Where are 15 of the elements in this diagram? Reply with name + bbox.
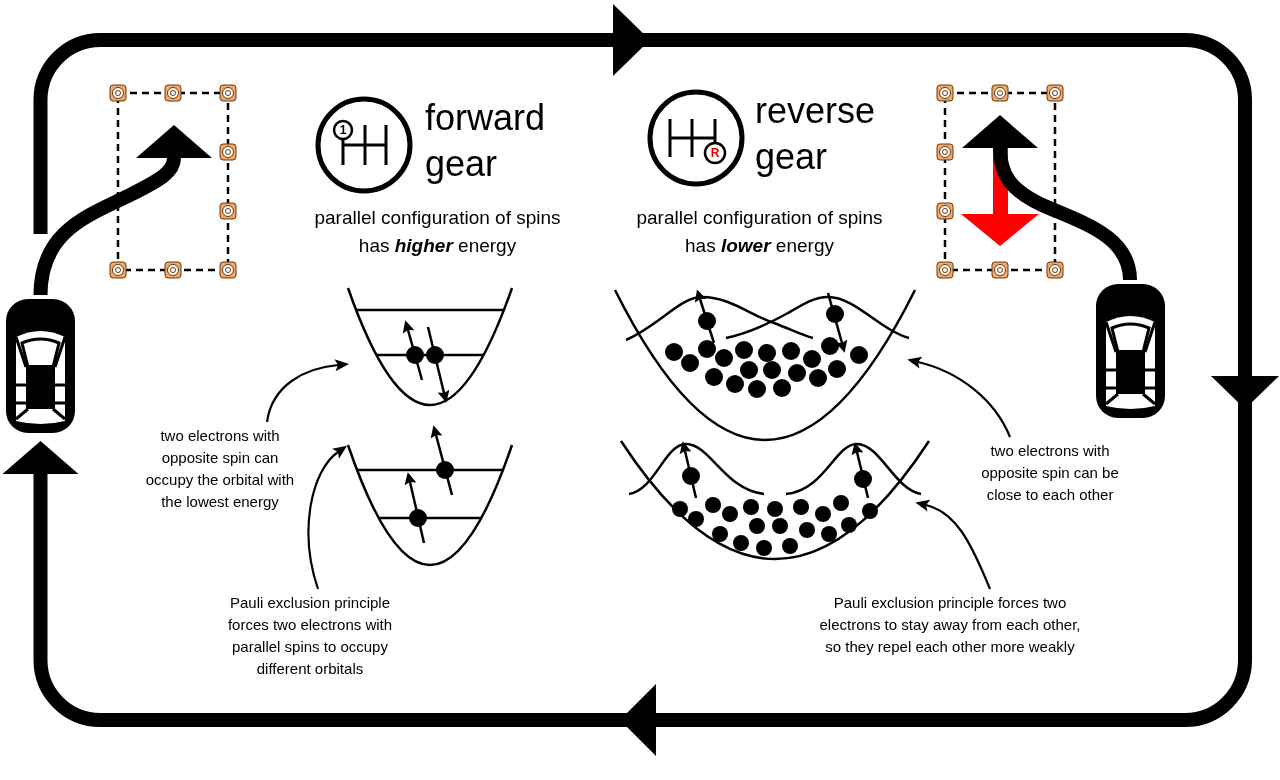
leader-line <box>265 359 349 423</box>
leader-line <box>907 357 1011 438</box>
gear-number: 1 <box>338 124 348 136</box>
annotation-text: Pauli exclusion principle forces two electrons with parallel spins to occupy different orbitals <box>210 592 410 680</box>
heading-text: forward gear <box>425 96 547 186</box>
annotation-text: two electrons with opposite spin can be close to each other <box>970 440 1130 528</box>
gear-letter: R <box>710 147 720 159</box>
curved-arrow <box>33 125 212 296</box>
leader-line <box>307 444 347 590</box>
annotation-text: two electrons with opposite spin can occupy the orbital with the lowest energy <box>140 425 300 513</box>
heading-text: reverse gear <box>755 89 877 179</box>
annotation-text: Pauli exclusion principle forces two electrons to stay away from each other, so they repel each other more weakly <box>815 592 1085 680</box>
subtitle-text: parallel configuration of spins has higher energy <box>313 206 562 258</box>
subtitle-text: parallel configuration of spins has lower energy <box>635 206 884 258</box>
leader-line <box>915 500 991 590</box>
